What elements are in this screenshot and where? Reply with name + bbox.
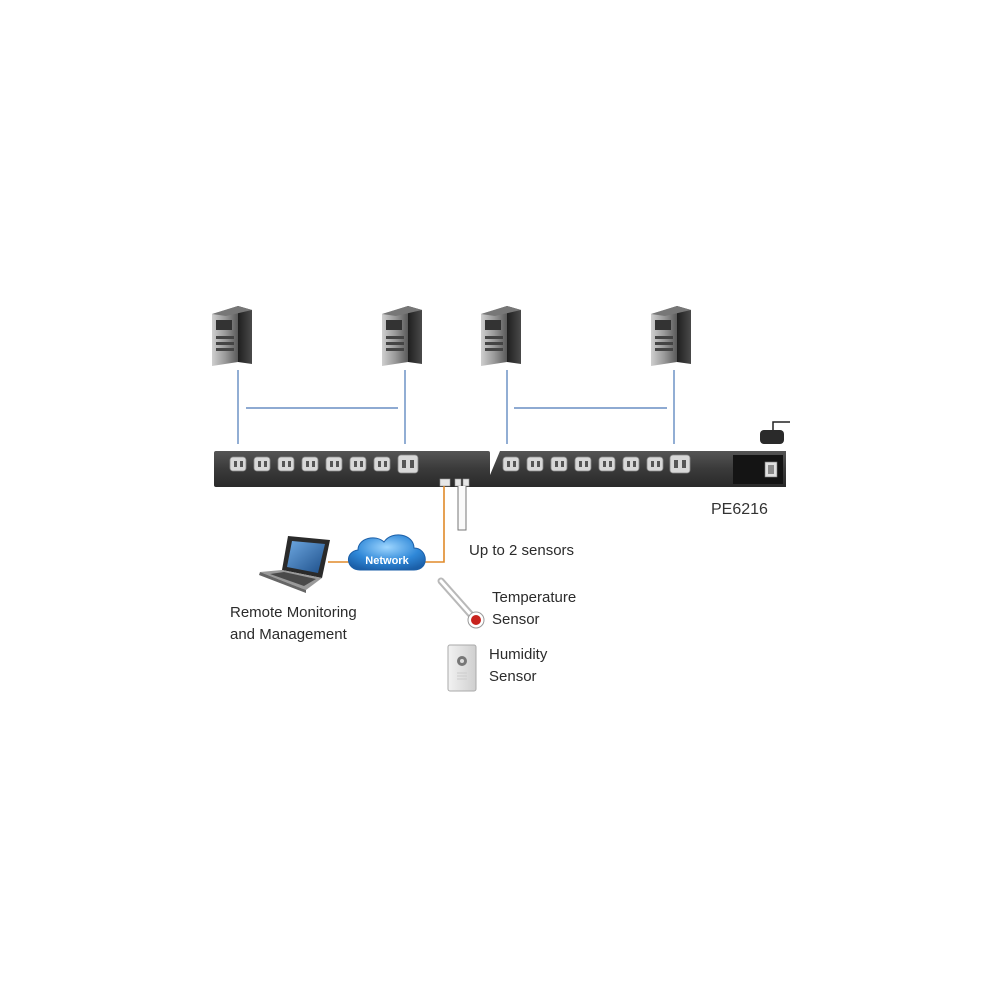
network-label: Network: [365, 555, 409, 567]
server-tower-icon: [481, 306, 521, 366]
server-tower-icon: [651, 306, 691, 366]
humidity-label-line1: Humidity: [489, 646, 548, 663]
network-cloud-icon: [348, 534, 426, 571]
sensor-connector-line: [457, 486, 467, 531]
sensor-limit-label: Up to 2 sensors: [469, 542, 575, 559]
pdu-strip-left: [214, 451, 490, 487]
server-tower-icon: [212, 306, 252, 366]
remote-label-line2: and Management: [230, 626, 347, 643]
humidity-sensor-icon: [447, 644, 477, 692]
server-power-cords: [237, 370, 675, 444]
temperature-sensor-label: Temperature Sensor: [492, 587, 576, 631]
laptop-icon: [259, 536, 330, 593]
humidity-sensor-label: Humidity Sensor: [489, 644, 547, 688]
network-cable: [420, 486, 445, 563]
thermometer-icon: [437, 577, 485, 629]
humidity-label-line2: Sensor: [489, 668, 537, 685]
remote-label-line1: Remote Monitoring: [230, 604, 357, 621]
model-label: PE6216: [711, 501, 768, 518]
power-input-plug-icon: [760, 421, 790, 444]
pdu-strip-right: [485, 451, 786, 487]
remote-monitoring-label: Remote Monitoring and Management: [230, 602, 357, 646]
temperature-label-line1: Temperature: [492, 589, 577, 606]
server-tower-icon: [382, 306, 422, 366]
temperature-label-line2: Sensor: [492, 611, 540, 628]
